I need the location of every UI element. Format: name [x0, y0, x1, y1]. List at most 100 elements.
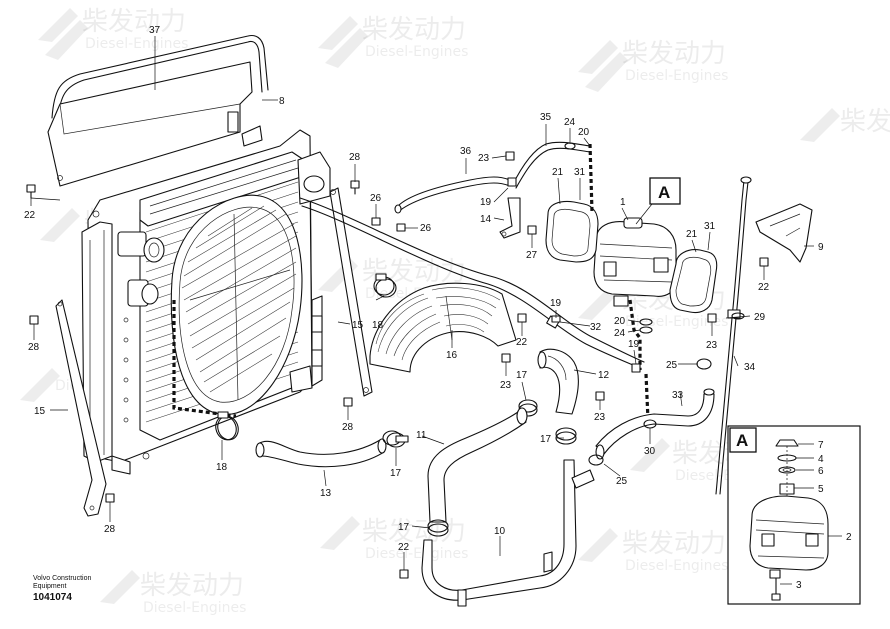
bolt-28c — [343, 397, 353, 407]
clamp-18-lower — [215, 411, 239, 441]
bolt-26a — [371, 217, 381, 226]
label-22: 22 — [758, 282, 770, 293]
label-13: 13 — [320, 488, 332, 499]
label-11: 11 — [416, 430, 427, 441]
hose-12 — [537, 348, 580, 415]
label-26: 26 — [420, 223, 432, 234]
top-cover-plate — [47, 61, 253, 187]
label-25: 25 — [666, 360, 678, 371]
label-28: 28 — [342, 422, 354, 433]
label-8: 8 — [279, 96, 285, 107]
bracket-14 — [499, 197, 521, 239]
label-27: 27 — [526, 250, 538, 261]
clamp-17-left — [382, 430, 409, 448]
label-33: 33 — [672, 390, 684, 401]
clamp-17-bottom — [427, 519, 449, 537]
label-35: 35 — [540, 112, 552, 123]
label-5: 5 — [818, 484, 824, 495]
callout-a-letter: A — [658, 183, 670, 202]
bolt-28d — [105, 493, 115, 503]
hose-11 — [427, 407, 528, 523]
bolt-23d — [595, 391, 605, 401]
label-23: 23 — [594, 412, 606, 423]
label-28: 28 — [104, 524, 116, 535]
label-17: 17 — [540, 434, 552, 445]
detail-cap-7 — [775, 439, 799, 447]
label-12: 12 — [598, 370, 610, 381]
label-30: 30 — [644, 446, 656, 457]
label-16: 16 — [446, 350, 458, 361]
hose-35 — [511, 141, 591, 189]
label-17: 17 — [516, 370, 528, 381]
watermark-logo-9: 柴发动力 Diesel-Engines — [320, 516, 468, 562]
label-28: 28 — [349, 152, 361, 163]
label-20: 20 — [614, 316, 626, 327]
label-22: 22 — [398, 542, 410, 553]
label-37: 37 — [149, 25, 161, 36]
label-21: 21 — [686, 229, 698, 240]
label-22: 22 — [516, 337, 528, 348]
part-number-labels: 37 8 22 28 26 26 36 23 35 24 20 19 14 27… — [24, 25, 852, 591]
radiator-outlet — [127, 279, 159, 307]
watermark-logo-10: 柴发动力 Diesel-Engines — [578, 528, 728, 574]
clip-19c — [631, 363, 641, 373]
bolt-22b — [759, 257, 769, 267]
clip-19a — [507, 177, 517, 187]
pipe-10 — [421, 459, 595, 607]
label-31: 31 — [704, 221, 716, 232]
clamp-25b — [588, 454, 604, 466]
label-10: 10 — [494, 526, 506, 537]
watermark-logo-3: 柴发动力 Diesel-Engines — [578, 39, 728, 92]
radiator-inlet — [117, 231, 165, 263]
watermark-en: Diesel-Engines — [365, 44, 468, 60]
bolt-23a — [505, 151, 515, 161]
watermark-en: Diesel-Engines — [85, 36, 188, 52]
callout-a-detail: A — [729, 427, 757, 453]
clamp-18-upper — [373, 273, 397, 298]
leader-lines — [30, 36, 842, 585]
bolt-28b — [29, 315, 39, 325]
label-26: 26 — [370, 193, 382, 204]
stay-rod-right — [329, 187, 373, 397]
bolt-26b — [396, 223, 406, 232]
detail-bolt-3 — [771, 577, 781, 601]
bolt-27 — [527, 225, 537, 235]
label-18: 18 — [372, 320, 384, 331]
label-9: 9 — [818, 242, 824, 253]
label-22: 22 — [24, 210, 36, 221]
top-seal-strip — [51, 34, 269, 121]
label-24: 24 — [614, 328, 626, 339]
label-17: 17 — [390, 468, 402, 479]
watermark-logo-11: 柴发动力 Diesel-Engines — [100, 570, 246, 616]
label-31: 31 — [574, 167, 586, 178]
tank-bracket-right — [669, 249, 718, 314]
watermark-en: Diesel-Engines — [625, 68, 728, 84]
label-1: 1 — [620, 197, 626, 208]
hose-36 — [394, 176, 511, 214]
watermark-cn: 柴发动力 — [622, 39, 726, 69]
label-36: 36 — [460, 146, 472, 157]
label-28: 28 — [28, 342, 40, 353]
watermark-cn: 柴发动力 — [140, 571, 244, 601]
watermark-en: Diesel-Engines — [365, 546, 468, 562]
label-7: 7 — [818, 440, 824, 451]
bracket-9 — [755, 203, 813, 263]
detail-view-a — [727, 425, 861, 605]
label-3: 3 — [796, 580, 802, 591]
watermark-en: Diesel-Engines — [625, 558, 728, 574]
label-19: 19 — [550, 298, 562, 309]
bolt-22c — [517, 313, 527, 323]
label-19: 19 — [628, 339, 640, 350]
bolt-23c — [707, 313, 717, 323]
tank-bracket-left — [545, 200, 599, 263]
watermark-en: Diesel-Engines — [625, 314, 728, 330]
bolt-22a — [26, 184, 36, 199]
fan-shroud — [170, 194, 303, 418]
callout-a-detail-letter: A — [736, 431, 748, 450]
label-32: 32 — [590, 322, 602, 333]
label-23: 23 — [478, 153, 490, 164]
bolt-28a — [350, 180, 360, 195]
label-24: 24 — [564, 117, 576, 128]
